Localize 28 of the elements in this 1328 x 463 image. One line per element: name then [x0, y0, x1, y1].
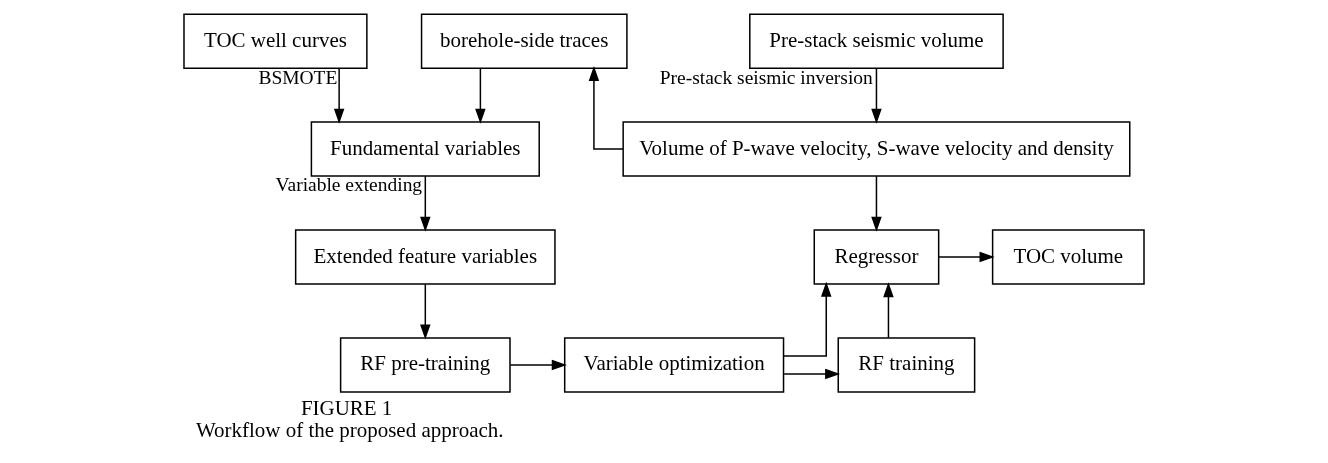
node-box: Variable optimization: [563, 337, 785, 393]
arrow: [938, 251, 995, 263]
node-box: TOC volume: [991, 229, 1145, 285]
arrow: [588, 66, 624, 150]
edge-label: Variable extending: [275, 174, 423, 196]
arrow: [333, 67, 345, 124]
node-box: Volume of P-wave velocity, S-wave velocity and density: [622, 121, 1131, 177]
arrow: [420, 175, 431, 232]
edge-label: Pre-stack seismic inversion: [659, 66, 873, 88]
arrow: [783, 368, 841, 380]
node-box: Regressor: [813, 229, 940, 285]
arrow: [783, 281, 832, 357]
arrow: [475, 67, 486, 124]
arrow: [883, 282, 894, 339]
arrow: [871, 175, 882, 232]
arrow: [420, 283, 431, 340]
node-box: borehole-side traces: [420, 13, 628, 69]
arrow: [509, 359, 567, 371]
arrow: [871, 67, 882, 124]
node-box: Pre-stack seismic volume: [749, 13, 1004, 69]
caption: Workflow of the proposed approach.: [195, 418, 504, 443]
diagram-title: FIGURE 1: [300, 395, 393, 420]
edge-label: BSMOTE: [258, 66, 338, 88]
node-box: RF training: [837, 337, 976, 393]
node-box: Extended feature variables: [294, 229, 556, 285]
node-box: TOC well curves: [183, 13, 368, 69]
node-box: RF pre-training: [339, 337, 511, 393]
node-box: Fundamental variables: [310, 121, 540, 177]
